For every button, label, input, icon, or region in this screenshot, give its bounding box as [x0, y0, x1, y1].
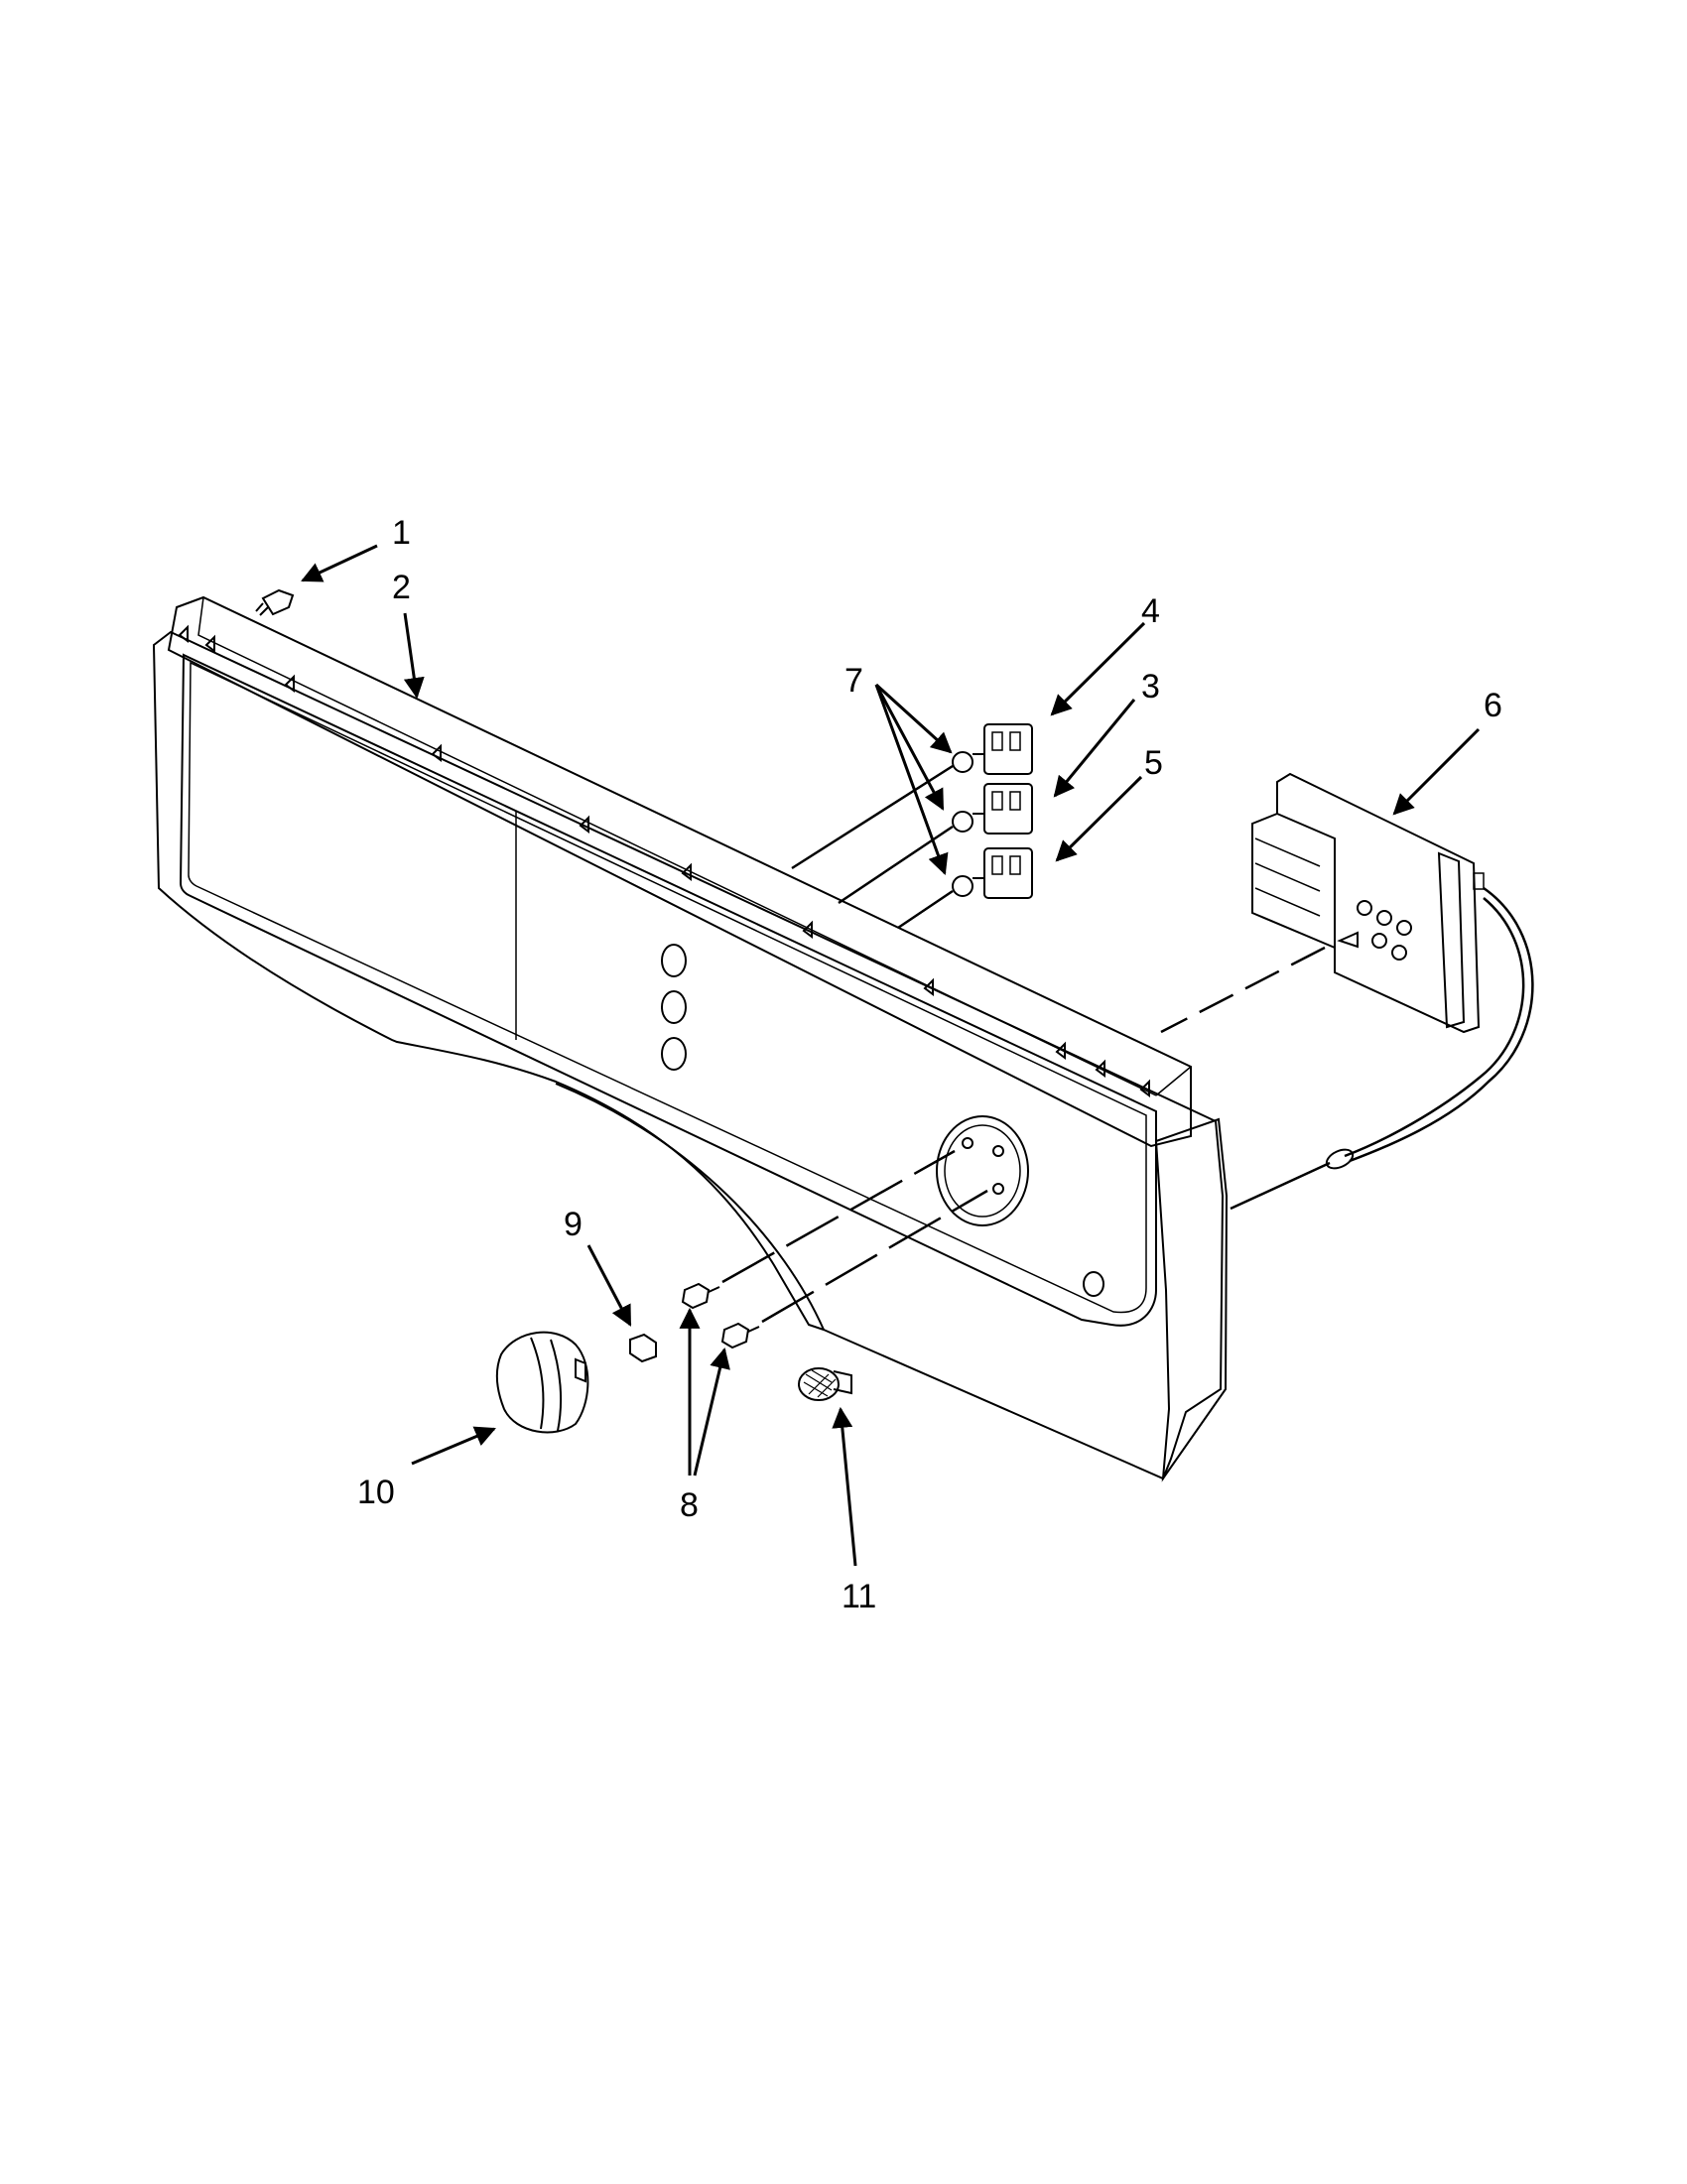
- callout-3: 3: [1141, 668, 1160, 706]
- callout-4: 4: [1141, 592, 1160, 630]
- callout-6: 6: [1484, 687, 1502, 724]
- callout-labels: 1 2 3 4 5 6 7 8 9 10 11: [357, 514, 1502, 1615]
- part-10-knob: [495, 1331, 589, 1434]
- push-switches: [791, 723, 1033, 930]
- part-6-control-module: [1160, 772, 1534, 1211]
- callout-5: 5: [1144, 744, 1163, 782]
- callout-11: 11: [842, 1578, 876, 1615]
- callout-2: 2: [392, 569, 411, 606]
- part-8-screws: [681, 1149, 988, 1349]
- callout-7: 7: [844, 662, 863, 700]
- part-11-lens: [798, 1367, 852, 1401]
- part-1-screw: [255, 588, 295, 616]
- switch-5: [952, 847, 1033, 899]
- leader-lines: [301, 544, 1481, 1567]
- callout-1: 1: [392, 514, 411, 552]
- switch-3: [952, 783, 1033, 835]
- part-9-bushing: [629, 1333, 657, 1363]
- callout-8: 8: [680, 1486, 699, 1524]
- rail-clips: [178, 624, 1150, 1097]
- callout-10: 10: [357, 1474, 395, 1511]
- callout-9: 9: [564, 1206, 583, 1243]
- control-panel: [152, 595, 1229, 1482]
- switch-4: [952, 723, 1033, 775]
